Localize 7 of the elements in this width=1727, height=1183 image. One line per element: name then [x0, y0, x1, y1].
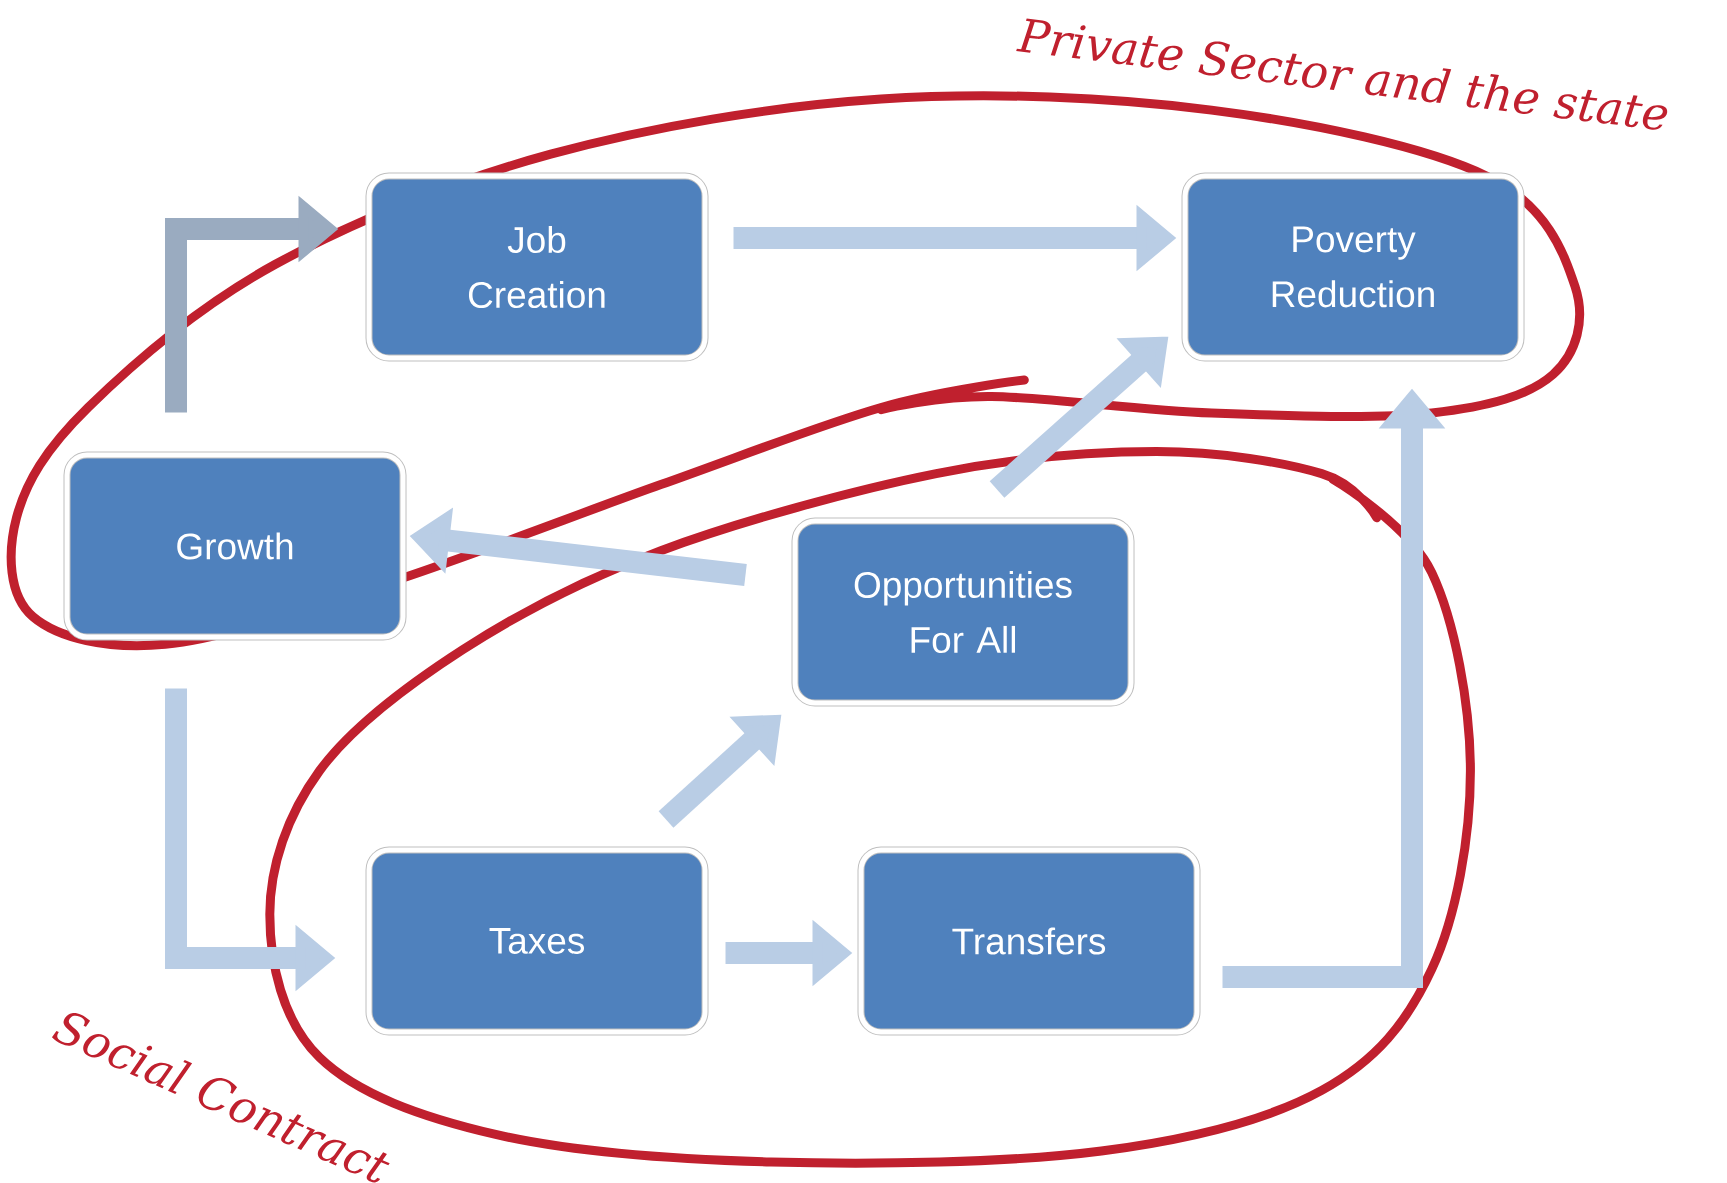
process-box: Growth	[63, 451, 407, 641]
process-box: Poverty Reduction	[1181, 172, 1525, 362]
process-box: Job Creation	[365, 172, 709, 362]
process-box: Taxes	[365, 846, 709, 1036]
handwritten-label: Private Sector and the state	[1016, 18, 1668, 130]
process-box: Opportunities For All	[791, 517, 1135, 707]
process-box: Transfers	[857, 846, 1201, 1036]
